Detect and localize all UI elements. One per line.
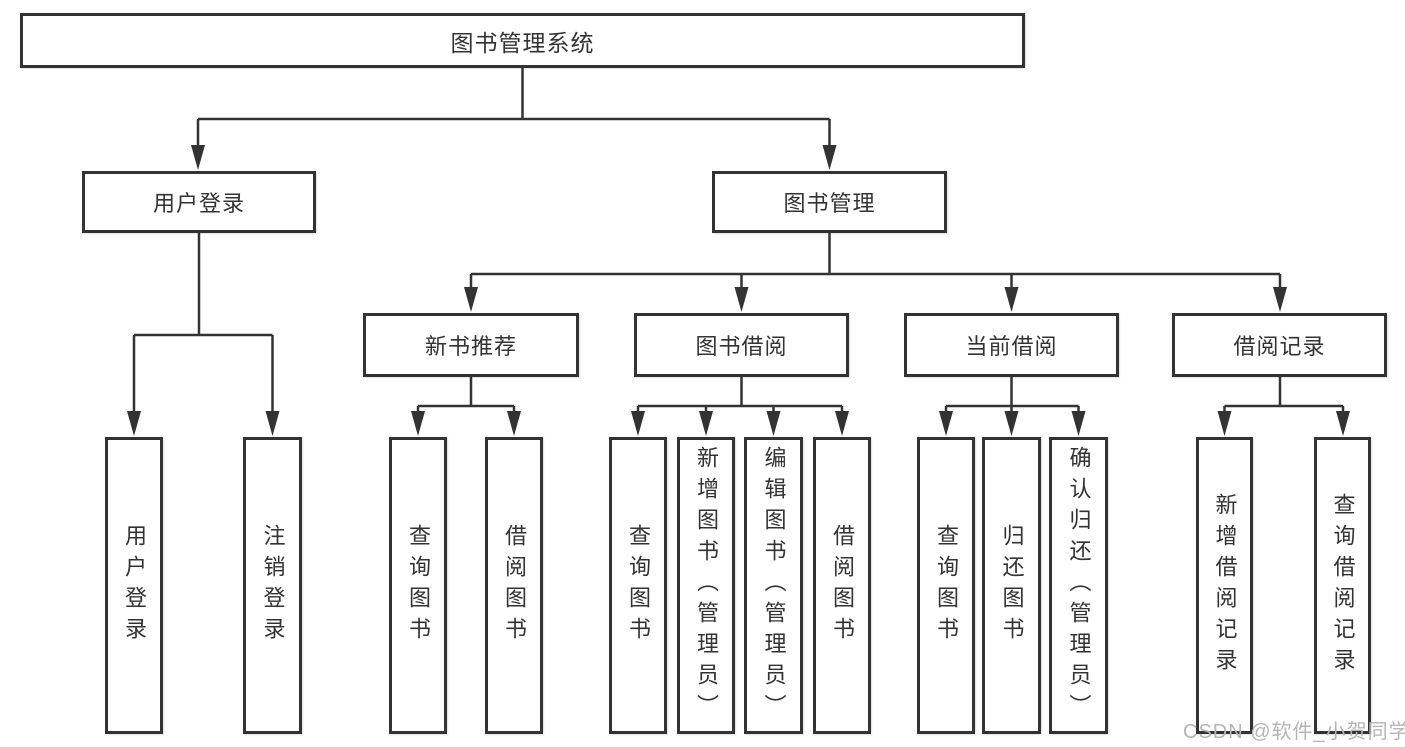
connector-book-borrow-branch xyxy=(636,377,844,416)
node-current-borrow: 当前借阅 xyxy=(904,313,1119,377)
leaf-borrow-book: 借阅图书 xyxy=(813,437,871,734)
connector-root-branch xyxy=(196,65,831,150)
arrowhead-icon xyxy=(127,411,141,436)
arrowhead-icon xyxy=(766,411,781,436)
arrowhead-icon xyxy=(191,145,205,170)
arrowhead-icon xyxy=(1004,287,1019,312)
leaf-query-borrow-record: 查询借阅记录 xyxy=(1314,437,1371,734)
arrowhead-icon xyxy=(835,411,849,436)
leaf-confirm-return-admin: 确认归还（管理员） xyxy=(1049,437,1108,734)
connector-book-management-branch xyxy=(469,233,1282,292)
leaf-add-book-admin: 新增图书（管理员） xyxy=(677,437,735,734)
leaf-add-borrow-record: 新增借阅记录 xyxy=(1196,437,1253,734)
connector-paths xyxy=(132,65,1345,416)
leaf-return-book: 归还图书 xyxy=(982,437,1041,734)
leaf-user-login: 用户登录 xyxy=(105,437,163,734)
connector-borrow-record-branch xyxy=(1223,377,1345,416)
leaf-logout-login: 注销登录 xyxy=(243,437,302,734)
arrowhead-icon xyxy=(1071,411,1086,436)
arrowhead-icon xyxy=(1004,411,1019,436)
connector-new-book-recommend-branch xyxy=(416,377,516,416)
arrowhead-icon xyxy=(822,145,837,170)
arrowhead-icon xyxy=(464,287,478,312)
arrowhead-icon xyxy=(1217,411,1232,436)
watermark: CSDN @软件_小贺同学 xyxy=(1183,721,1405,743)
arrowhead-icon xyxy=(699,411,713,436)
arrowhead-icon xyxy=(265,411,280,436)
node-root: 图书管理系统 xyxy=(20,13,1025,68)
arrowhead-icon xyxy=(1336,411,1350,436)
connector-current-borrow-branch xyxy=(944,377,1080,416)
arrowhead-icon xyxy=(507,411,521,436)
node-new-book-recommend: 新书推荐 xyxy=(363,313,579,377)
arrowhead-icon xyxy=(939,411,953,436)
node-borrow-record: 借阅记录 xyxy=(1172,313,1387,377)
leaf-borrow-book-recommend: 借阅图书 xyxy=(485,437,543,734)
connector-user-login-branch xyxy=(132,233,274,416)
arrowhead-icon xyxy=(411,411,425,436)
arrowhead-icon xyxy=(734,287,749,312)
leaf-query-book-current: 查询图书 xyxy=(917,437,975,734)
arrowhead-icon xyxy=(631,411,645,436)
leaf-query-book-borrow: 查询图书 xyxy=(609,437,667,734)
leaf-query-book-recommend: 查询图书 xyxy=(389,437,447,734)
node-book-borrow: 图书借阅 xyxy=(634,313,849,377)
node-book-management: 图书管理 xyxy=(712,171,947,233)
node-user-login: 用户登录 xyxy=(82,171,316,233)
leaf-edit-book-admin: 编辑图书（管理员） xyxy=(744,437,803,734)
arrowheads xyxy=(127,145,1350,436)
arrowhead-icon xyxy=(1273,287,1287,312)
